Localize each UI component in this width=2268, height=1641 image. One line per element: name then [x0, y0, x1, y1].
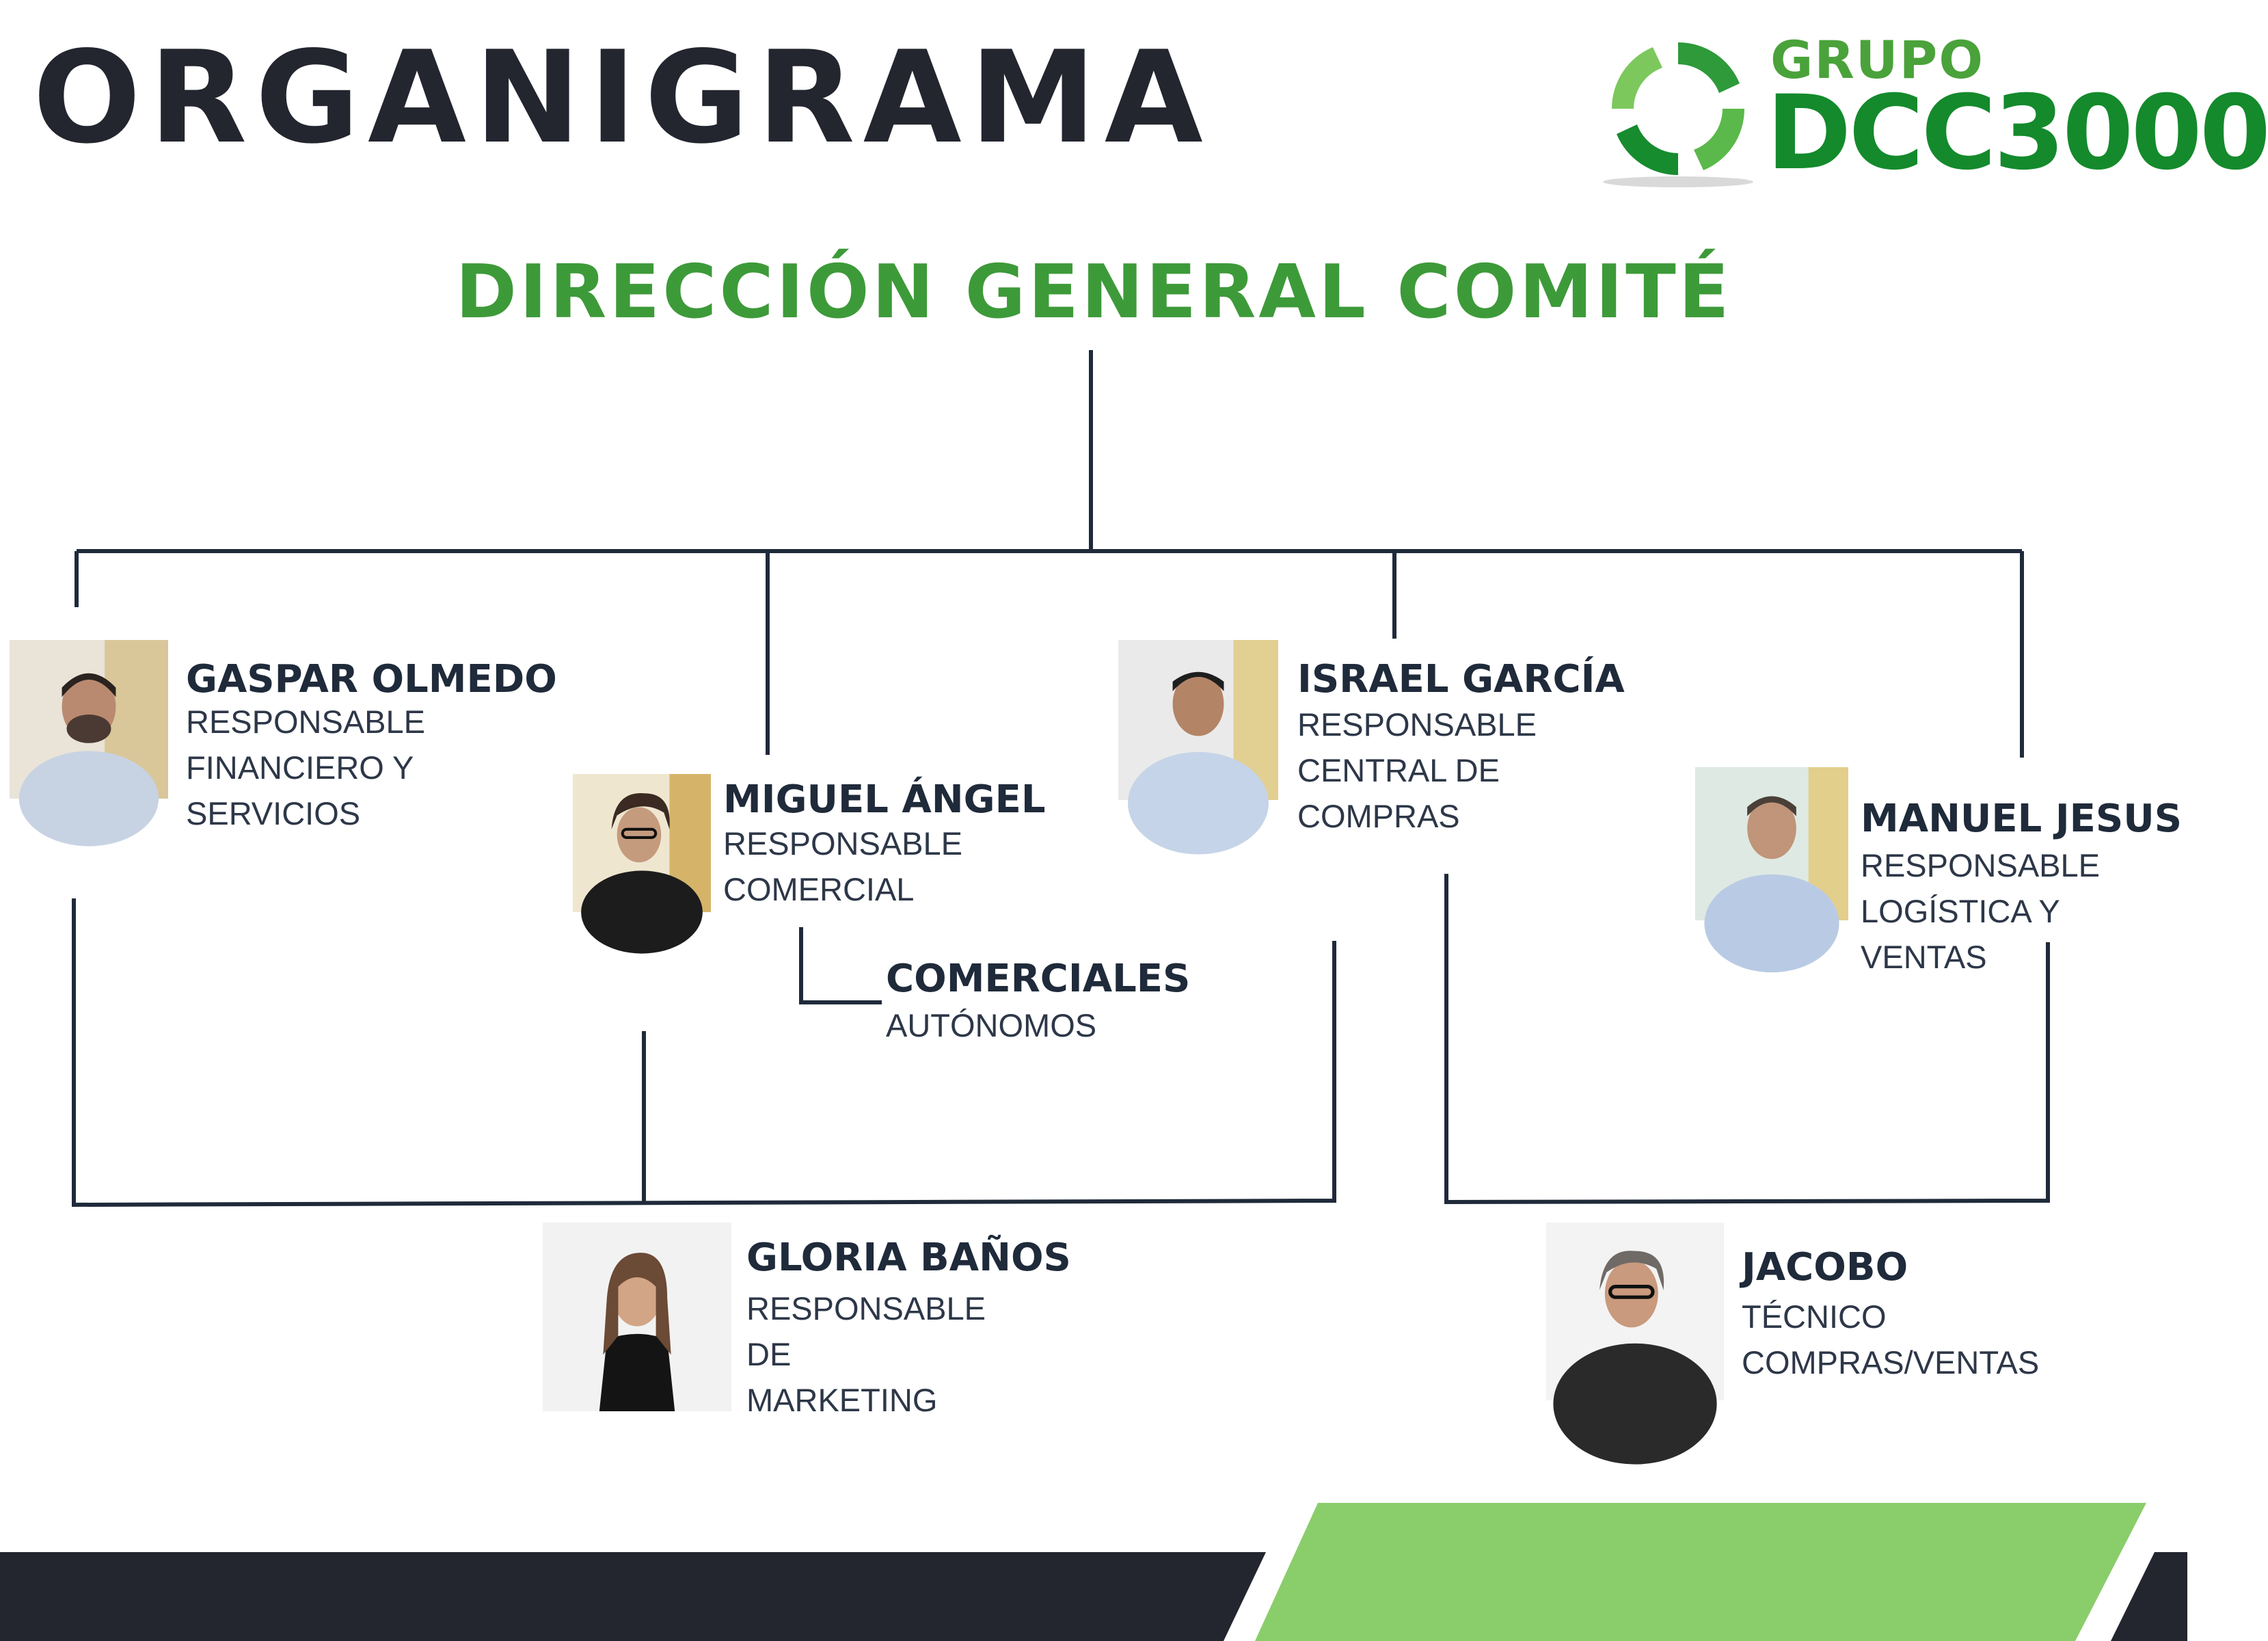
person-name: COMERCIALES — [886, 957, 1191, 1001]
avatar — [1695, 767, 1848, 973]
connector-right-bracket — [1444, 874, 2050, 1205]
company-logo: GRUPO DCC3000 — [1599, 27, 2268, 191]
connector-left-bracket — [72, 898, 1336, 1208]
person-name: MANUEL JESUS — [1861, 797, 2183, 841]
connector-miguel-comerciales — [799, 927, 882, 1004]
page-title: ORGANIGRAMA — [33, 23, 1211, 172]
logo-text-grupo: GRUPO — [1770, 29, 1984, 90]
person-name: GASPAR OLMEDO — [186, 657, 557, 702]
logo-text-dcc3000: DCC3000 — [1766, 74, 2268, 193]
avatar — [1118, 640, 1278, 855]
person-role: RESPONSABLE LOGÍSTICA Y VENTAS — [1861, 847, 2101, 975]
person-role: RESPONSABLE COMERCIAL — [723, 825, 963, 907]
person-name: GLORIA BAÑOS — [746, 1236, 1071, 1280]
avatar — [10, 640, 168, 846]
person-role: RESPONSABLE CENTRAL DE COMPRAS — [1297, 706, 1537, 834]
person-name: MIGUEL ÁNGEL — [723, 777, 1046, 822]
person-role: AUTÓNOMOS — [886, 1007, 1097, 1043]
avatar — [573, 774, 711, 954]
org-connectors — [72, 350, 2050, 1208]
person-role: RESPONSABLE DE MARKETING — [746, 1290, 986, 1418]
person-role: TÉCNICO COMPRAS/VENTAS — [1742, 1298, 2040, 1380]
root-node-title: DIRECCIÓN GENERAL COMITÉ — [455, 250, 1732, 335]
swirl-logo-icon — [1603, 42, 1753, 187]
footer-green-strip — [1255, 1503, 2146, 1641]
avatar — [543, 1223, 731, 1411]
avatar — [1546, 1223, 1724, 1465]
footer-band — [0, 1503, 2187, 1641]
person-role: RESPONSABLE FINANCIERO Y SERVICIOS — [186, 704, 426, 831]
footer-dark-corner — [2111, 1552, 2187, 1641]
person-name: ISRAEL GARCÍA — [1297, 657, 1625, 702]
footer-dark-strip — [0, 1552, 1266, 1641]
person-name: JACOBO — [1742, 1245, 1908, 1290]
